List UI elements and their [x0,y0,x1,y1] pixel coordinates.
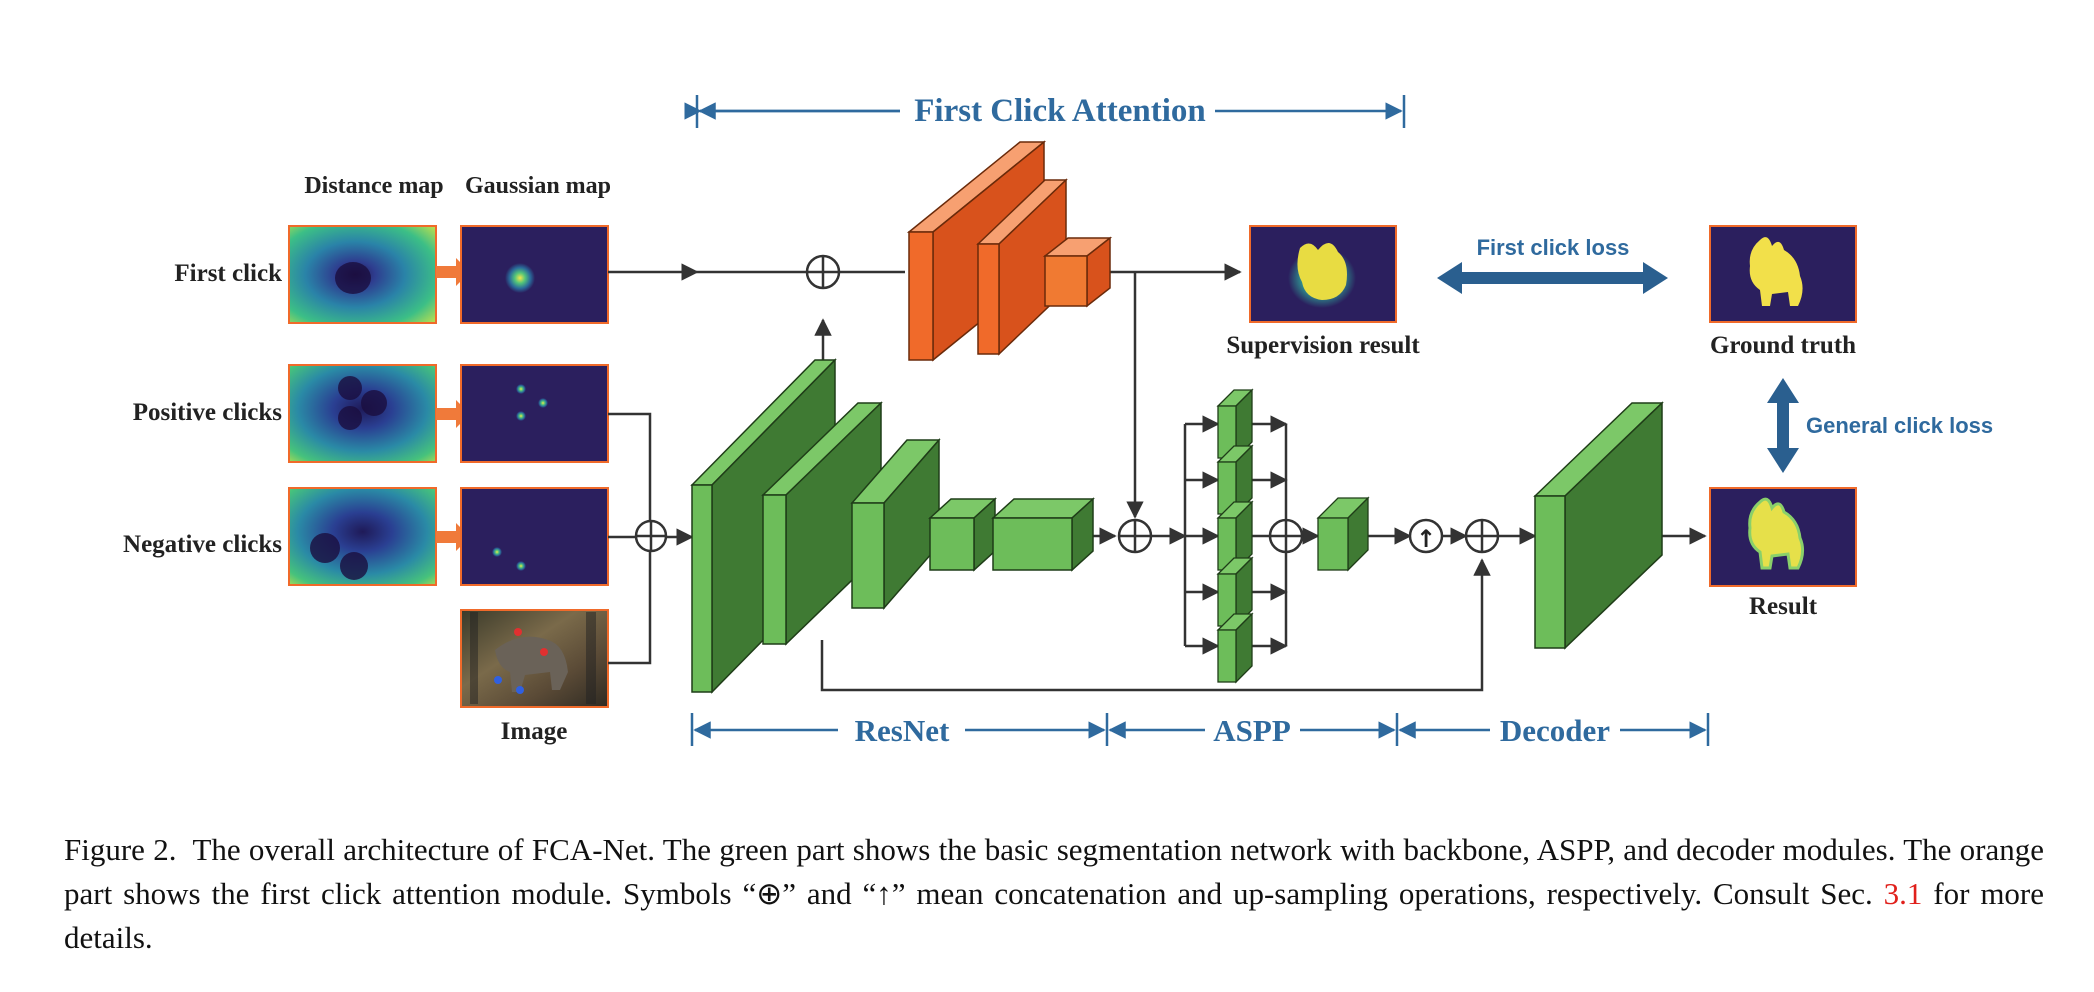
concat-symbol-aspp [1268,518,1304,554]
first-click-attention-label: First Click Attention [914,93,1205,129]
concat-symbol-attention [805,254,841,290]
upsample-arrow-glyph: ↑ [1416,525,1436,553]
section-reference-link[interactable]: 3.1 [1883,876,1923,911]
concat-symbol-decoder [1464,518,1500,554]
caption-text: The overall architecture of FCA-Net. The… [64,832,2044,911]
bottom-spans [690,713,1710,746]
decoder-block [1533,401,1664,650]
gaussian-map-negative-clicks [460,487,609,586]
resnet-label: ResNet [855,713,950,748]
distance-map-first-click [288,225,437,324]
aspp-blocks [1216,388,1254,684]
first-click-label: First click [174,260,282,287]
ground-truth-label: Ground truth [1710,332,1856,359]
supervision-result-label: Supervision result [1226,332,1420,359]
general-click-loss-arrow [1767,378,1799,473]
distance-map-negative-clicks [288,487,437,586]
negative-clicks-label: Negative clicks [123,531,282,558]
supervision-result-image [1249,225,1397,323]
figure-caption: Figure 2. The overall architecture of FC… [64,828,2044,960]
ground-truth-image [1709,225,1857,323]
gaussian-map-header: Gaussian map [465,173,611,199]
concat-symbol-backbone [1117,518,1153,554]
figure-label: Figure 2. [64,832,177,867]
positive-clicks-label: Positive clicks [133,399,283,426]
aspp-output-block [1316,496,1370,572]
gaussian-map-positive-clicks [460,364,609,463]
first-click-attention-blocks [906,140,1113,362]
result-label: Result [1749,593,1818,620]
first-click-loss-arrow [1437,262,1668,294]
input-image [460,609,609,708]
distance-map-header: Distance map [304,173,443,199]
general-click-loss-label: General click loss [1806,413,1993,438]
result-image [1709,487,1857,587]
aspp-label: ASPP [1213,713,1291,748]
distance-map-positive-clicks [288,364,437,463]
resnet-blocks [690,358,1095,694]
first-click-loss-label: First click loss [1477,235,1630,260]
caption-text-end: for more details. [64,876,2045,955]
first-click-attention-span: First Click Attention [684,93,1406,129]
gaussian-map-first-click [460,225,609,324]
upsample-symbol: ↑ [1408,518,1444,554]
image-label: Image [501,718,568,745]
decoder-label: Decoder [1500,713,1610,748]
connections [608,263,1707,692]
concat-symbol-input [634,519,668,553]
